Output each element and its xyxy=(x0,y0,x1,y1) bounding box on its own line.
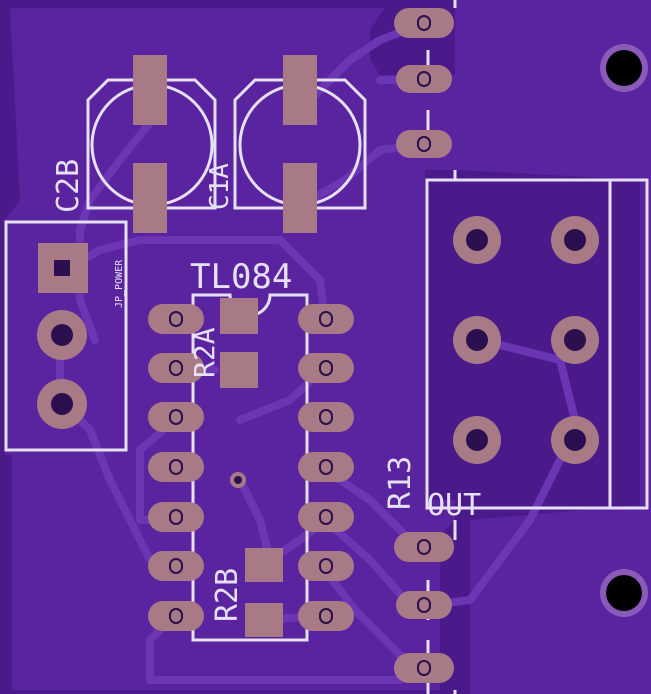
mounting-hole-top-center xyxy=(606,50,642,86)
r2a-pad-bottom xyxy=(220,352,258,388)
drill-holes xyxy=(51,229,586,484)
c1a-outline xyxy=(233,78,367,210)
label-r13: R13 xyxy=(383,456,418,510)
c1a-pad-top xyxy=(283,55,317,125)
label-r2a: R2A xyxy=(188,327,221,378)
label-c2b: C2B xyxy=(51,159,86,213)
r2b-pad-top xyxy=(245,548,283,582)
c2b-pad-bottom xyxy=(133,163,167,233)
c2b-pad-top xyxy=(133,55,167,125)
smd-pads xyxy=(38,55,317,637)
jp-power-outline xyxy=(4,220,128,452)
mounting-hole-bottom-center xyxy=(606,575,642,611)
ground-pour-right xyxy=(455,0,651,694)
c1a-pad-bottom xyxy=(283,163,317,233)
label-jp-power: JP_POWER xyxy=(114,259,125,308)
header-pads xyxy=(394,8,454,683)
ic-pads xyxy=(148,304,354,631)
label-r2b: R2B xyxy=(210,568,245,622)
label-c1a: C1A xyxy=(205,163,235,210)
r2a-pad-top xyxy=(220,298,258,334)
label-out: OUT xyxy=(427,488,481,523)
c2b-outline xyxy=(86,78,217,210)
label-tl084: TL084 xyxy=(190,257,292,297)
r2b-pad-bottom xyxy=(245,603,283,637)
jack-outline xyxy=(425,178,649,510)
